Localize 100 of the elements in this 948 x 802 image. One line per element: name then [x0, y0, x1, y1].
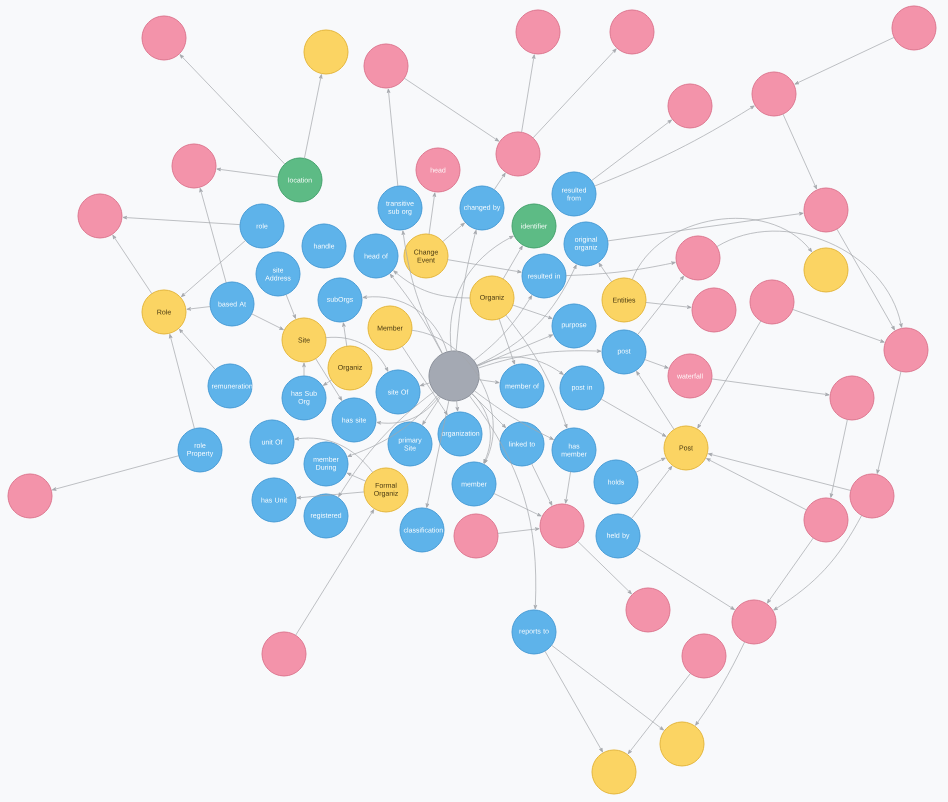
arrow: [471, 393, 491, 464]
arrow: [122, 215, 241, 225]
arrow: [469, 395, 538, 610]
arrow: [644, 359, 669, 369]
arrow: [296, 491, 365, 500]
node-circle: [829, 375, 875, 421]
node-circle: [453, 513, 499, 559]
arrow: [425, 400, 450, 508]
arrow: [636, 370, 675, 430]
arrow: [477, 349, 602, 369]
arrow: [876, 371, 902, 474]
arrow: [169, 333, 195, 430]
node-circle: [849, 473, 895, 519]
arrow: [544, 650, 603, 753]
arrow: [411, 329, 494, 464]
arrow: [565, 261, 676, 276]
node-circle: [7, 473, 53, 519]
node-circle: [731, 599, 777, 645]
arrow: [591, 119, 672, 182]
node-circle: [751, 71, 797, 117]
arrow: [285, 294, 296, 319]
arrow: [512, 304, 553, 319]
node-circle: [363, 43, 409, 89]
arrow: [112, 234, 153, 295]
arrow: [476, 334, 554, 367]
node-circle: [141, 15, 187, 61]
arrow: [577, 541, 632, 595]
arrow: [635, 457, 666, 473]
node-circle: [681, 633, 727, 679]
arrow: [493, 172, 506, 191]
node-circle: [803, 247, 849, 293]
node-circle: [609, 9, 655, 55]
arrow: [716, 230, 903, 328]
arrow: [836, 228, 895, 331]
arrow: [564, 471, 571, 504]
arrow: [476, 356, 564, 375]
node-circle: [883, 327, 929, 373]
arrow: [403, 77, 500, 142]
arrow: [473, 295, 533, 361]
arrow: [637, 275, 685, 336]
arrow: [697, 320, 762, 429]
arrow: [376, 395, 440, 425]
arrow: [304, 74, 323, 159]
arrow: [607, 212, 804, 242]
arrow: [551, 644, 664, 731]
arrow: [505, 314, 568, 429]
arrow: [338, 391, 435, 498]
arrow: [302, 362, 306, 377]
arrow: [455, 229, 477, 352]
node-circle: [303, 29, 349, 75]
arrow: [450, 235, 514, 352]
arrow: [325, 336, 389, 372]
arrow: [442, 222, 465, 242]
arrow: [631, 465, 673, 519]
arrow: [186, 306, 211, 311]
arrow: [447, 259, 522, 274]
arrow: [829, 419, 848, 498]
arrow: [362, 295, 448, 353]
arrow: [180, 240, 246, 298]
arrow: [521, 54, 536, 133]
arrow: [478, 379, 500, 384]
arrow: [706, 458, 807, 511]
hub-circle: [428, 350, 480, 402]
node-circle: [667, 83, 713, 129]
arrow: [393, 270, 471, 299]
node-circle: [539, 503, 585, 549]
arrow: [782, 113, 817, 190]
arrow: [322, 379, 332, 386]
arrow: [294, 436, 374, 473]
arrow: [493, 493, 542, 517]
arrow: [199, 187, 227, 284]
node-circle: [171, 143, 217, 189]
arrow: [422, 396, 441, 425]
arrow: [532, 48, 617, 139]
arrow: [707, 452, 852, 491]
node-circle: [77, 193, 123, 239]
node-circle: [891, 5, 937, 51]
arrow: [386, 88, 399, 187]
arrow: [473, 390, 554, 440]
arrow: [51, 455, 180, 491]
arrow: [216, 167, 279, 178]
arrow: [401, 230, 443, 355]
arrow: [179, 328, 216, 370]
arrow: [711, 378, 830, 397]
arrow: [531, 463, 553, 506]
node-circle: [803, 497, 849, 543]
arrow: [401, 346, 448, 416]
arrow: [346, 472, 367, 482]
arrow: [251, 313, 284, 331]
arrow: [631, 218, 813, 280]
arrow: [695, 641, 746, 726]
node-circle: [675, 235, 721, 281]
arrow: [600, 398, 667, 437]
node-circle: [659, 721, 705, 767]
arrow: [419, 382, 431, 387]
node-circle: [591, 749, 637, 795]
arrow: [792, 309, 885, 343]
arrow: [645, 302, 692, 309]
arrow: [594, 105, 755, 187]
arrow: [476, 264, 577, 366]
